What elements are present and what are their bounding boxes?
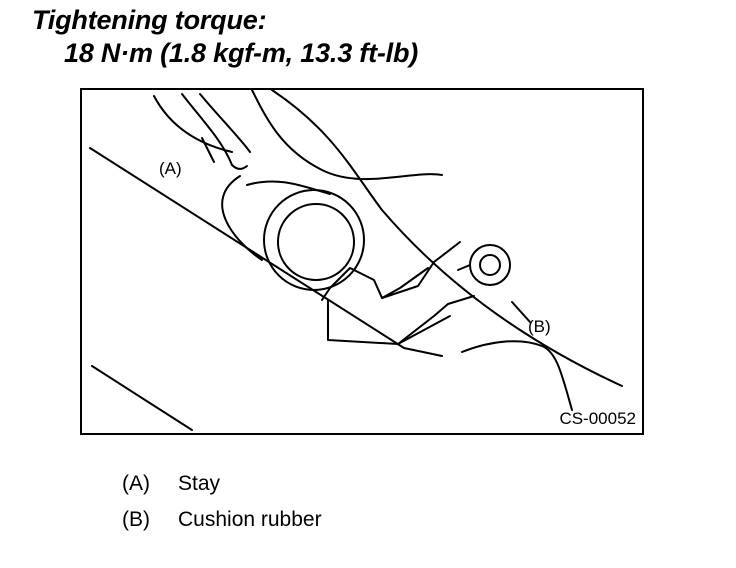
torque-label: Tightening torque: bbox=[32, 5, 267, 35]
legend-row-a: (A) Stay bbox=[122, 466, 322, 502]
legend-key: (B) bbox=[122, 508, 150, 531]
stay-and-cushion-drawing bbox=[89, 90, 623, 431]
legend-row-b: (B) Cushion rubber bbox=[122, 502, 322, 538]
legend-text: Stay bbox=[178, 472, 221, 495]
legend-key: (A) bbox=[122, 472, 150, 495]
torque-heading: Tightening torque: 18 N·m (1.8 kgf-m, 13… bbox=[32, 4, 418, 70]
callout-b: (B) bbox=[528, 317, 551, 336]
legend: (A) Stay (B) Cushion rubber bbox=[122, 466, 322, 538]
illustration-frame: (A) (B) CS-00052 bbox=[80, 88, 644, 435]
torque-value: 18 N·m (1.8 kgf-m, 13.3 ft-lb) bbox=[64, 38, 419, 68]
figure-id: CS-00052 bbox=[559, 409, 636, 428]
legend-text: Cushion rubber bbox=[178, 508, 322, 531]
callout-a: (A) bbox=[159, 159, 182, 178]
